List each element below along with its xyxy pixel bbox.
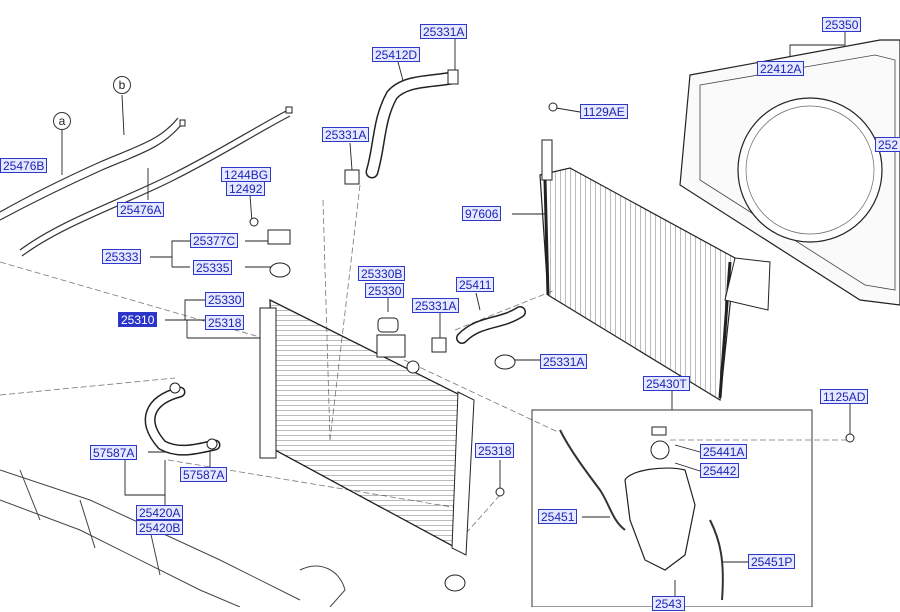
part-label-25335[interactable]: 25335	[193, 260, 233, 275]
part-label-57587A-right[interactable]: 57587A	[180, 467, 228, 482]
part-label-25442[interactable]: 25442	[700, 463, 740, 478]
part-label-25330[interactable]: 25330	[205, 292, 245, 307]
part-label-25330-mid[interactable]: 25330	[365, 283, 405, 298]
part-label-25318-mid[interactable]: 25318	[475, 443, 515, 458]
radiator	[259, 298, 475, 556]
part-label-25331A-right[interactable]: 25331A	[540, 354, 588, 369]
callout-b[interactable]: b	[113, 76, 131, 94]
front-member	[0, 469, 346, 607]
part-label-25476B[interactable]: 25476B	[0, 158, 48, 173]
part-label-25411[interactable]: 25411	[456, 277, 495, 292]
condenser	[539, 139, 771, 402]
coolant-reservoir	[559, 429, 724, 601]
part-label-25476A[interactable]: 25476A	[117, 202, 165, 217]
part-label-25350[interactable]: 25350	[822, 17, 862, 32]
part-label-25330B[interactable]: 25330B	[358, 266, 406, 281]
part-label-1125AD[interactable]: 1125AD	[820, 389, 869, 404]
part-label-25310-selected[interactable]: 25310	[118, 312, 158, 327]
callout-a[interactable]: a	[53, 112, 71, 130]
part-label-25331A-left[interactable]: 25331A	[322, 127, 370, 142]
part-label-25451P[interactable]: 25451P	[748, 554, 796, 569]
part-label-2543-bottom[interactable]: 2543	[652, 596, 685, 611]
part-label-1244BG[interactable]: 1244BG	[221, 167, 272, 182]
part-label-12492[interactable]: 12492	[226, 181, 266, 196]
part-label-25331A-mid[interactable]: 25331A	[412, 298, 460, 313]
part-label-25333[interactable]: 25333	[102, 249, 142, 264]
coolant-pipes	[0, 109, 291, 257]
part-label-1129AE[interactable]: 1129AE	[580, 104, 628, 119]
part-label-97606[interactable]: 97606	[462, 206, 502, 221]
part-label-25441A[interactable]: 25441A	[700, 444, 748, 459]
part-label-25377C[interactable]: 25377C	[190, 233, 239, 248]
part-label-25430T[interactable]: 25430T	[643, 376, 690, 391]
part-label-252-edge[interactable]: 252	[875, 137, 900, 152]
part-label-25420B[interactable]: 25420B	[136, 520, 184, 535]
part-label-25451[interactable]: 25451	[538, 509, 578, 524]
part-label-22412A[interactable]: 22412A	[757, 61, 805, 76]
part-label-57587A-left[interactable]: 57587A	[90, 445, 138, 460]
part-label-25331A-top[interactable]: 25331A	[420, 24, 468, 39]
fan-shroud	[679, 39, 900, 306]
fasteners	[169, 69, 855, 592]
part-label-25318-top[interactable]: 25318	[205, 315, 245, 330]
part-label-25420A[interactable]: 25420A	[136, 505, 184, 520]
part-label-25412D[interactable]: 25412D	[372, 47, 421, 62]
